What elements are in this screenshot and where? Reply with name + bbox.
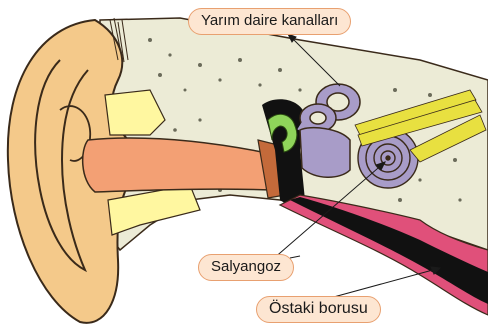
label-cochlea: Salyangoz [198, 254, 294, 281]
label-eustachian-tube: Östaki borusu [256, 296, 381, 323]
vestibule [300, 128, 350, 178]
label-semicircular-canals: Yarım daire kanalları [188, 8, 351, 35]
